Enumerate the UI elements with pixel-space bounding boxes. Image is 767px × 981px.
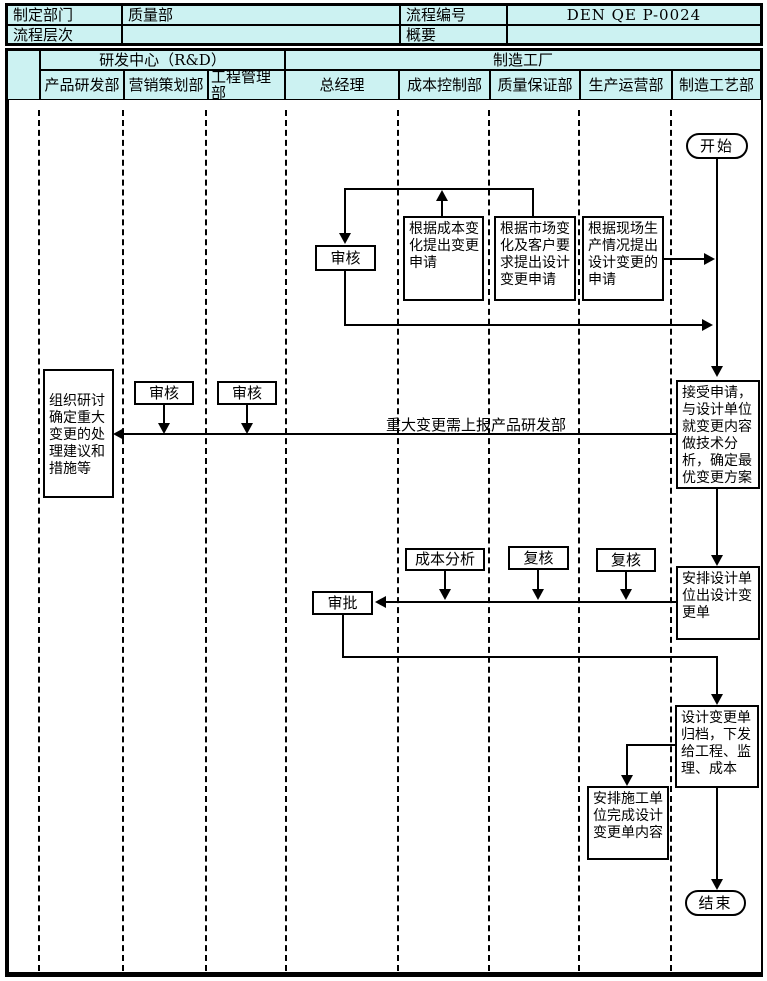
lane-manufacturing-tech: 制造工艺部 (672, 70, 761, 100)
accept-request-box: 接受申请，与设计单位就变更内容做技术分析，确定最优变更方案 (676, 380, 760, 489)
flow-no-label: 流程编号 (400, 5, 507, 25)
info-table: 制定部门 质量部 流程编号 DEN QE P-0024 流程层次 概要 (5, 3, 763, 46)
recheck-ops-box: 复核 (596, 548, 656, 572)
flow-no-value: DEN QE P-0024 (507, 5, 761, 25)
arrowhead-right (704, 253, 715, 265)
arrowhead-left (375, 596, 386, 608)
lane-group-rd: 研发中心（R&D） (40, 50, 285, 70)
start-terminator: 开始 (686, 133, 748, 159)
connector-line (342, 656, 718, 658)
arrowhead-down (620, 589, 632, 600)
lane-corner-cell (7, 50, 40, 100)
lane-header-table: 研发中心（R&D） 制造工厂 产品研发部 营销策划部 工程管理部 总经理 成本控… (5, 48, 763, 102)
market-change-request-box: 根据市场变化及客户要求提出设计变更申请 (494, 216, 576, 301)
flow-level-label: 流程层次 (7, 24, 122, 44)
summary-value (507, 24, 761, 44)
lane-marketing: 营销策划部 (124, 70, 208, 100)
lane-engineering-mgmt: 工程管理部 (208, 70, 285, 100)
lane-divider (670, 110, 672, 971)
connector-line (344, 324, 704, 326)
lane-divider (578, 110, 580, 971)
major-change-note: 重大变更需上报产品研发部 (386, 416, 567, 434)
lane-quality-assurance: 质量保证部 (490, 70, 580, 100)
connector-line (625, 572, 627, 590)
cost-analysis-box: 成本分析 (405, 548, 485, 571)
arrowhead-left (113, 428, 124, 440)
lane-group-manufacturing: 制造工厂 (285, 50, 761, 70)
lane-divider (285, 110, 287, 971)
arrowhead-up (436, 190, 448, 201)
connector-line (246, 405, 248, 424)
connector-line (444, 571, 446, 590)
arrowhead-down (711, 555, 723, 566)
arrowhead-down (532, 589, 544, 600)
made-by-value: 质量部 (122, 5, 400, 25)
connector-line (716, 788, 718, 880)
connector-line (716, 158, 718, 368)
connector-line (386, 601, 676, 603)
organize-research-box: 组织研讨确定重大变更的处理建议和措施等 (43, 369, 114, 498)
review-marketing-box: 审核 (134, 381, 194, 405)
site-change-request-box: 根据现场生产情况提出设计变更的申请 (582, 216, 664, 301)
arrowhead-down (339, 233, 351, 244)
connector-line (344, 188, 534, 190)
arrowhead-down (621, 775, 633, 786)
arrowhead-down (711, 694, 723, 705)
flow-level-value (122, 24, 400, 44)
connector-line (344, 271, 346, 325)
end-terminator: 结束 (685, 890, 746, 916)
arrange-construction-box: 安排施工单位完成设计变更单内容 (587, 786, 669, 860)
review-engineering-box: 审核 (217, 381, 277, 405)
connector-line (163, 405, 165, 424)
lane-divider (38, 110, 40, 971)
recheck-qa-box: 复核 (508, 546, 569, 570)
review-gm-box: 审核 (315, 245, 376, 271)
connector-line (344, 190, 346, 234)
connector-line (123, 433, 676, 435)
lane-divider (205, 110, 207, 971)
arrowhead-right (702, 319, 713, 331)
arrowhead-down (241, 423, 253, 434)
lane-product-rd: 产品研发部 (40, 70, 124, 100)
connector-line (537, 570, 539, 590)
connector-line (441, 200, 443, 217)
connector-line (627, 744, 675, 746)
arrowhead-down (711, 366, 723, 377)
summary-label: 概要 (400, 24, 507, 44)
lane-general-manager: 总经理 (285, 70, 399, 100)
arrowhead-down (439, 589, 451, 600)
cost-change-request-box: 根据成本变化提出变更申请 (403, 216, 484, 301)
connector-line (716, 658, 718, 696)
lane-divider (397, 110, 399, 971)
arrange-design-unit-box: 安排设计单位出设计变更单 (676, 566, 760, 640)
connector-line (532, 190, 534, 217)
arrowhead-down (158, 423, 170, 434)
connector-line (716, 489, 718, 556)
lane-production-ops: 生产运营部 (580, 70, 672, 100)
made-by-label: 制定部门 (7, 5, 122, 25)
lane-cost-control: 成本控制部 (399, 70, 490, 100)
lane-divider (122, 110, 124, 971)
archive-distribute-box: 设计变更单归档，下发给工程、监理、成本 (675, 705, 759, 788)
arrowhead-down (711, 879, 723, 890)
lane-divider (488, 110, 490, 971)
approval-box: 审批 (312, 591, 373, 615)
connector-line (342, 615, 344, 658)
connector-line (664, 258, 706, 260)
connector-line (626, 744, 628, 777)
